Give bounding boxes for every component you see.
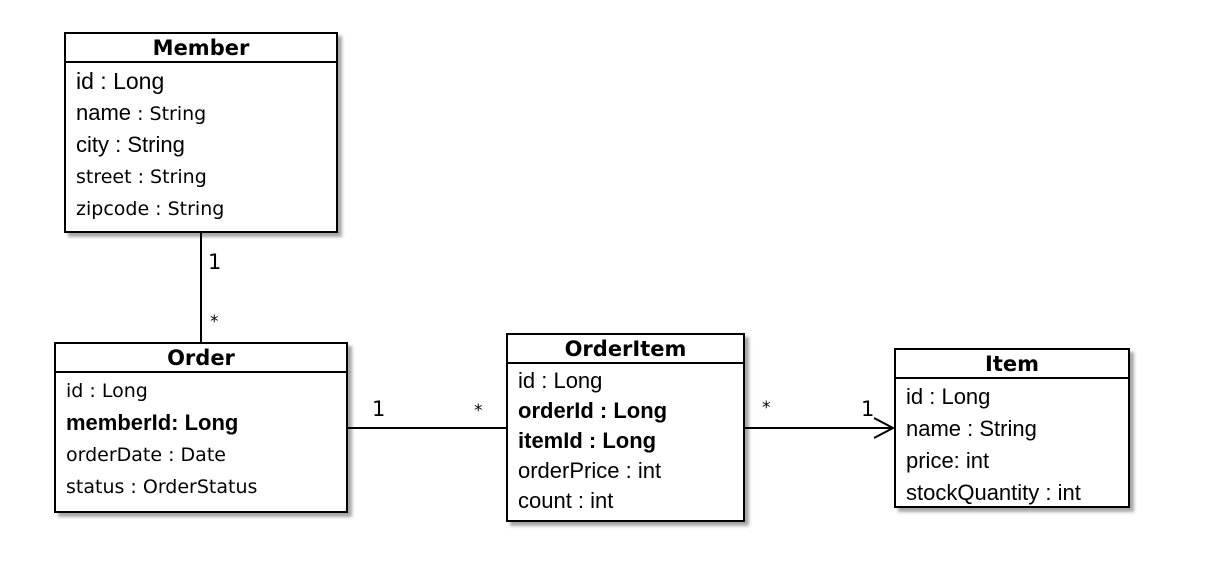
attribute: memberId: Long xyxy=(66,410,239,435)
class-title: OrderItem xyxy=(508,335,743,364)
attribute: orderPrice : int xyxy=(518,458,662,483)
class-item[interactable]: Item id : Long name : String price: int … xyxy=(894,348,1130,508)
attribute: id : Long xyxy=(66,380,148,402)
attribute-list: id : Long name : String city : String st… xyxy=(66,63,336,225)
attribute: id : Long xyxy=(518,368,603,393)
class-title: Item xyxy=(896,350,1128,379)
attribute-list: id : Long orderId : Long itemId : Long o… xyxy=(508,364,743,516)
attribute: orderId : Long xyxy=(518,398,668,423)
multiplicity-member-end: 1 xyxy=(208,250,222,274)
class-title: Order xyxy=(56,344,346,373)
attribute: status : OrderStatus xyxy=(66,476,258,498)
attribute: city : String xyxy=(76,132,185,157)
attribute: id : Long xyxy=(76,68,165,94)
class-member[interactable]: Member id : Long name : String city : St… xyxy=(64,32,338,233)
attribute: stockQuantity : int xyxy=(906,480,1081,505)
attribute: itemId : Long xyxy=(518,428,657,453)
attribute: street : String xyxy=(76,166,207,188)
attribute-list: id : Long memberId: Long orderDate : Dat… xyxy=(56,373,346,503)
class-order[interactable]: Order id : Long memberId: Long orderDate… xyxy=(54,342,348,513)
attribute-text: name : String xyxy=(76,100,206,125)
attribute: name : String xyxy=(76,97,336,129)
attribute: name : String xyxy=(906,416,1037,441)
attribute-list: id : Long name : String price: int stock… xyxy=(896,379,1128,509)
attribute: count : int xyxy=(518,488,614,513)
multiplicity-item-end: 1 xyxy=(861,397,875,421)
multiplicity-order-end: 1 xyxy=(372,397,386,421)
multiplicity-orderitem-end: * xyxy=(762,398,771,418)
multiplicity-order-end: * xyxy=(210,312,219,332)
attribute: orderDate : Date xyxy=(66,444,226,466)
navigation-arrow-icon xyxy=(873,417,896,439)
attribute: id : Long xyxy=(906,384,991,409)
class-orderitem[interactable]: OrderItem id : Long orderId : Long itemI… xyxy=(506,333,745,522)
class-title: Member xyxy=(66,34,336,63)
attribute-name: name xyxy=(76,100,132,125)
attribute: price: int xyxy=(906,448,990,473)
attribute-type: : String xyxy=(131,103,207,125)
multiplicity-orderitem-end: * xyxy=(474,401,483,421)
attribute: zipcode : String xyxy=(76,198,225,220)
